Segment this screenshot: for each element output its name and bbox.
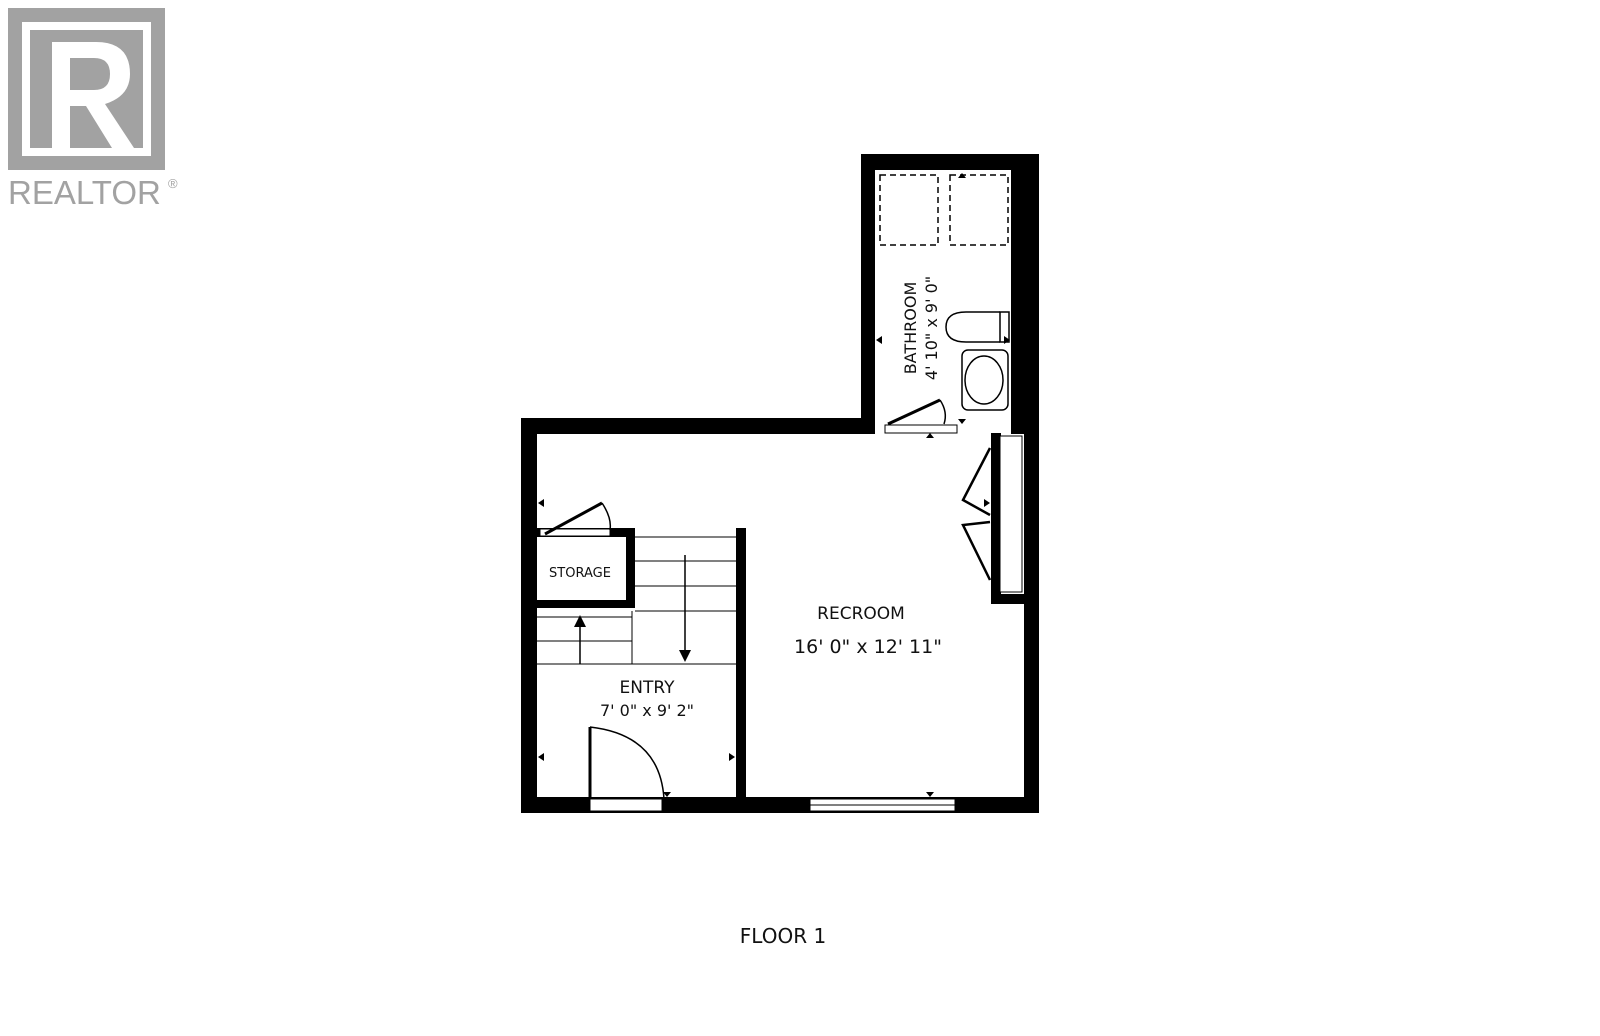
stair-arrows	[574, 615, 691, 662]
recroom-dimensions: 16' 0" x 12' 11"	[794, 636, 942, 658]
closet-doors	[961, 447, 992, 581]
realtor-logo-text: REALTOR	[8, 174, 161, 211]
bathroom-label: BATHROOM	[901, 282, 920, 375]
registered-mark: ®	[168, 176, 178, 191]
stair-up-arrow-icon	[574, 615, 586, 627]
entry-dimensions: 7' 0" x 9' 2"	[600, 701, 694, 720]
realtor-logo: REALTOR ®	[8, 8, 180, 213]
entry-label: ENTRY	[620, 678, 676, 698]
storage-door	[544, 501, 612, 536]
room-labels: BATHROOM 4' 10" x 9' 0" STORAGE RECROOM …	[549, 276, 942, 720]
wall-openings	[539, 424, 1023, 812]
stair-down-arrow-icon	[679, 650, 691, 662]
realtor-logo-mark: REALTOR ®	[8, 8, 178, 211]
bathroom-dimensions: 4' 10" x 9' 0"	[922, 276, 941, 380]
entry-door	[588, 726, 665, 800]
walls	[521, 154, 1039, 813]
bathroom-fixtures	[879, 174, 1010, 426]
dimension-markers	[538, 173, 1010, 797]
floor-label: FLOOR 1	[740, 924, 826, 948]
storage-label: STORAGE	[549, 566, 611, 581]
stairs	[537, 536, 736, 665]
recroom-label: RECROOM	[817, 604, 905, 624]
